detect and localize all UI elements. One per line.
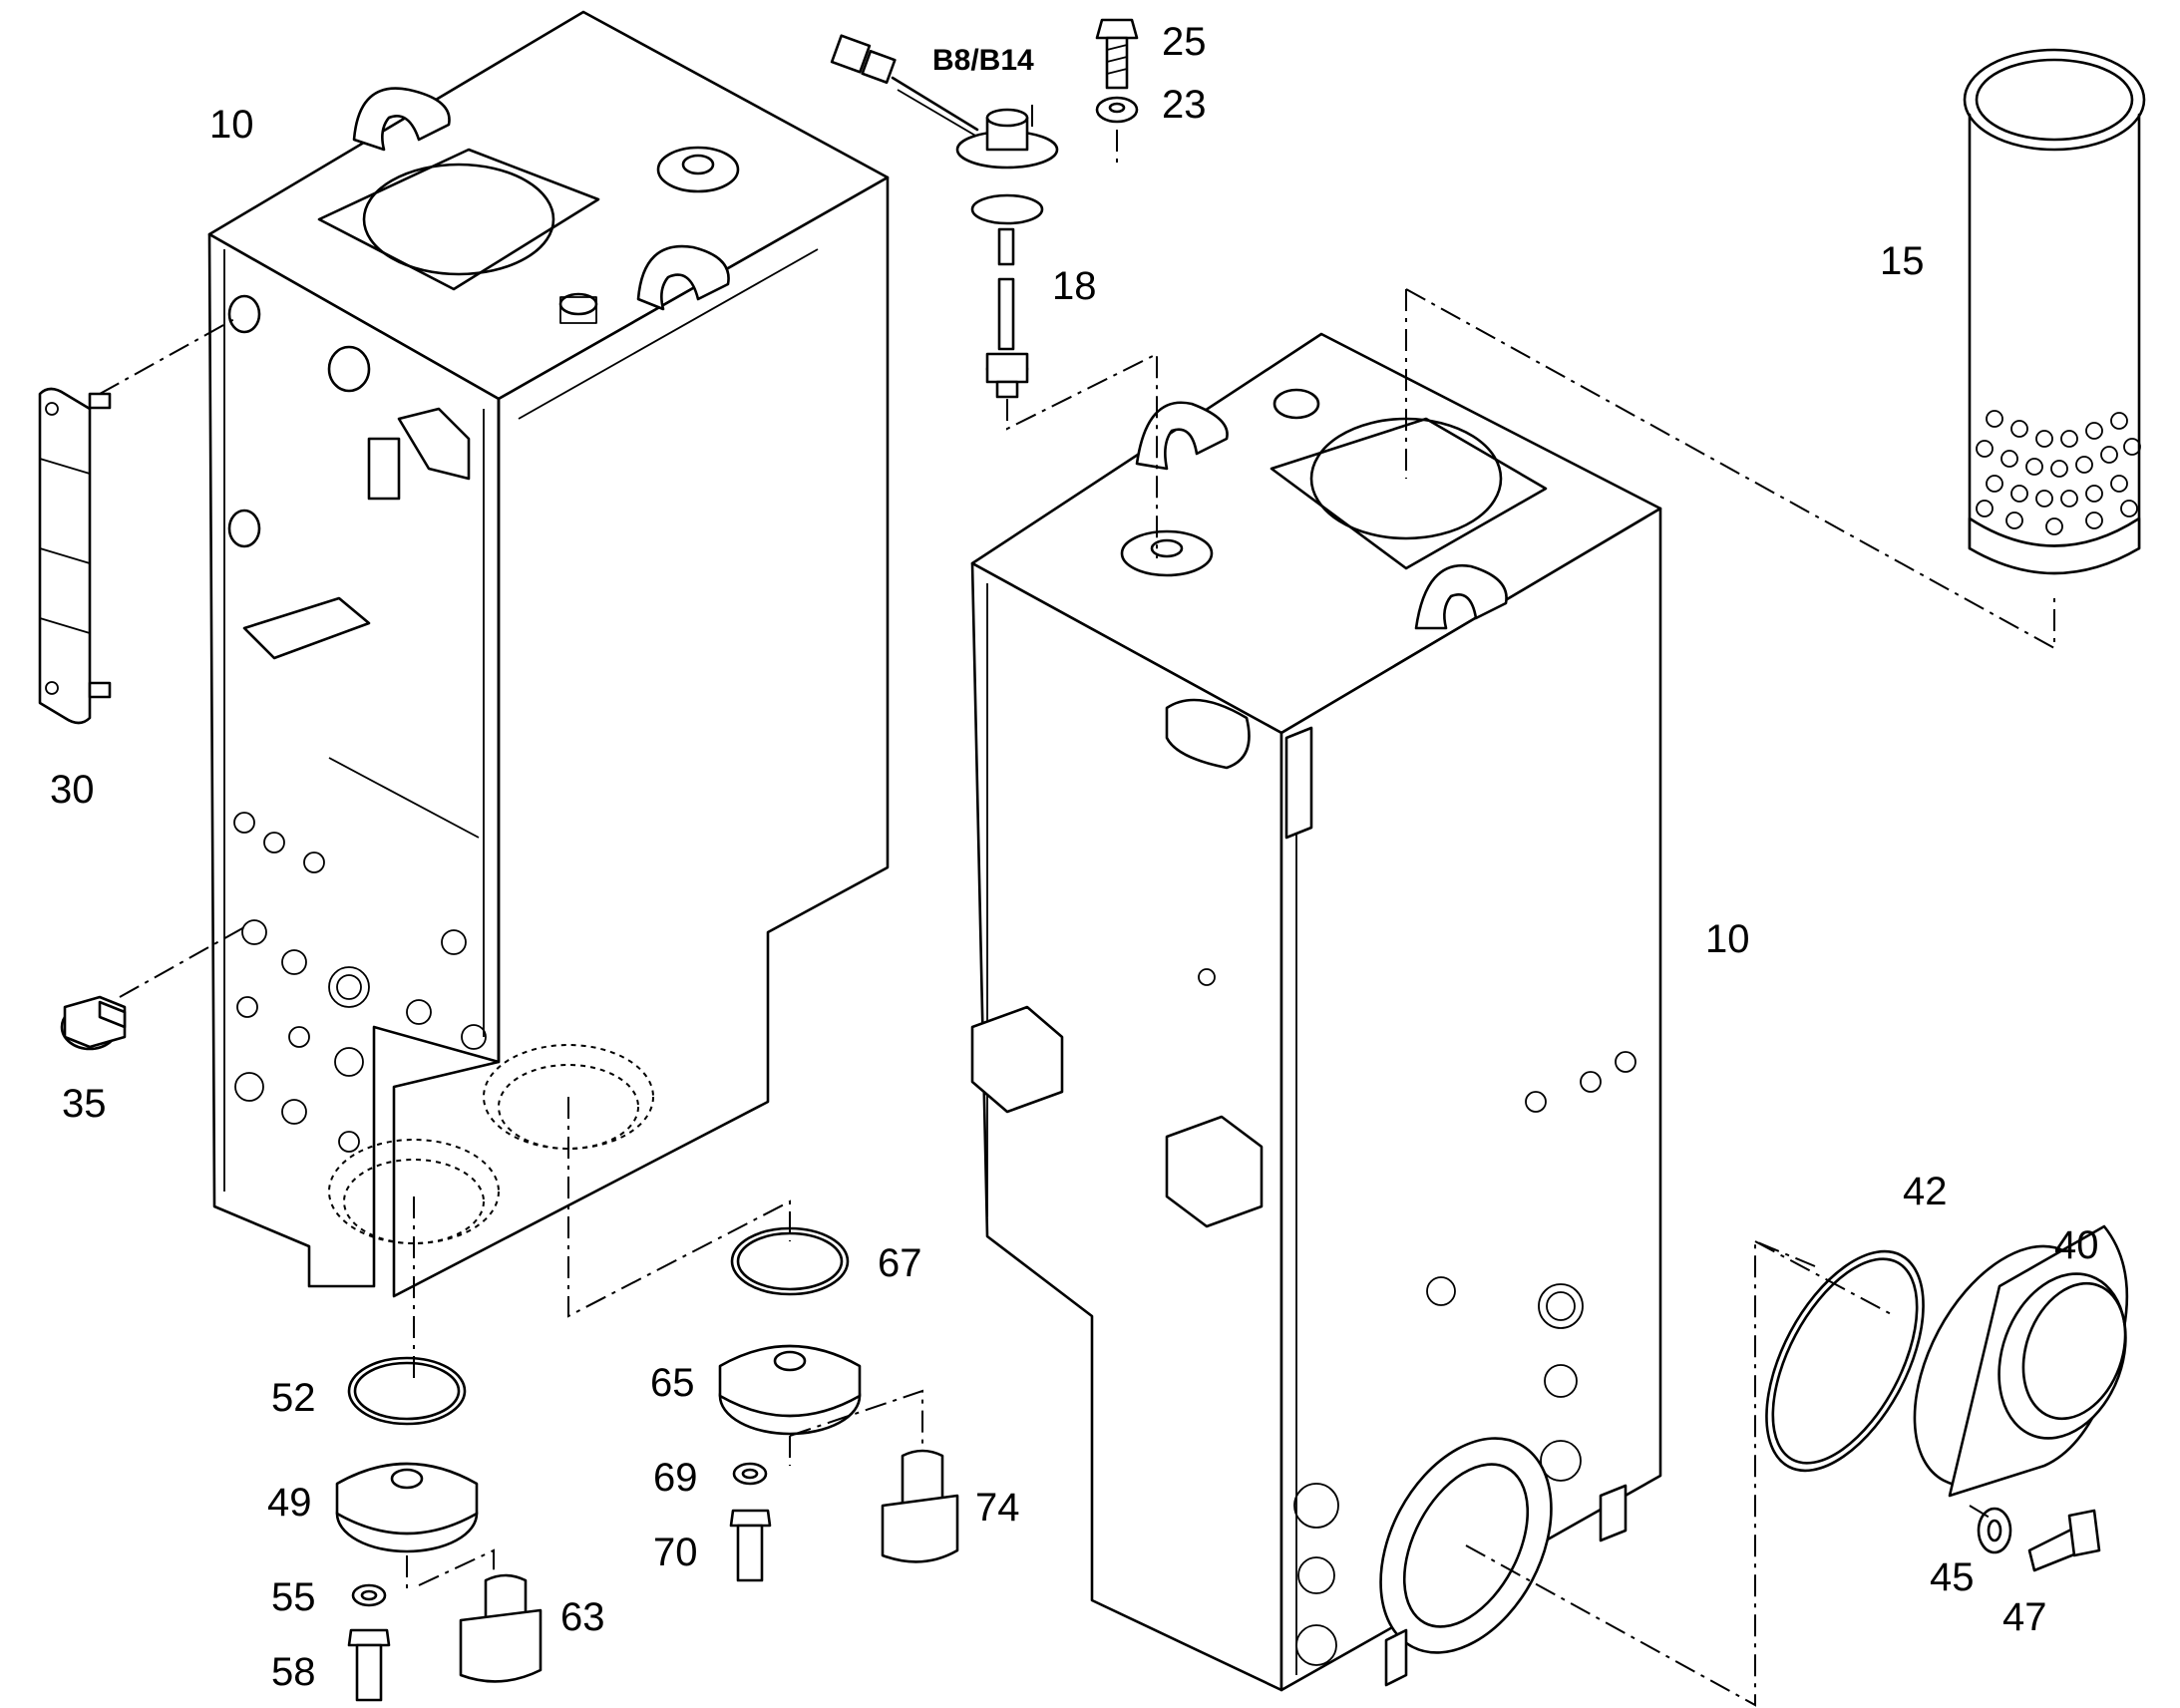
- assembly-leader-lines: [99, 105, 2055, 1707]
- cover-assembly-b: [335, 1356, 543, 1702]
- flange-assembly-c: [1765, 1224, 2129, 1572]
- sight-glass: [38, 387, 112, 725]
- label-washer-top: 23: [1162, 83, 1207, 127]
- label-bolt-top: 25: [1162, 20, 1207, 64]
- label-bolt-a: 70: [653, 1531, 698, 1574]
- label-cover-a: 65: [650, 1361, 695, 1405]
- label-tank-right: 10: [1705, 917, 1750, 961]
- label-sight-glass: 30: [50, 768, 95, 812]
- label-tank-left: 10: [209, 103, 254, 147]
- cover-assembly-a: [718, 1226, 959, 1582]
- left-tank: [207, 10, 890, 1298]
- label-washer-c: 45: [1930, 1555, 1975, 1599]
- strainer-basket: [1963, 48, 2146, 575]
- label-flange-c: 40: [2054, 1223, 2099, 1267]
- label-filter-a: 74: [975, 1486, 1020, 1530]
- part-labels: 10 10 B8/B14 25 23 18 15 30 35 67 65 69 …: [50, 20, 2099, 1694]
- label-washer-a: 69: [653, 1456, 698, 1500]
- label-bolt-c: 47: [2002, 1595, 2047, 1639]
- bolt-and-washer-top: [1095, 18, 1139, 124]
- label-plug: 35: [62, 1082, 107, 1126]
- level-sensor: [830, 34, 1059, 399]
- label-bolt-b: 58: [271, 1650, 316, 1694]
- label-strainer: 15: [1880, 239, 1925, 283]
- drain-plug: [60, 995, 127, 1051]
- label-cover-b: 49: [267, 1481, 312, 1525]
- right-tank: [970, 332, 1662, 1692]
- label-o-ring-b: 52: [271, 1376, 316, 1420]
- label-washer-b: 55: [271, 1575, 316, 1619]
- label-o-ring-c: 42: [1903, 1170, 1948, 1213]
- label-sensor-code: B8/B14: [932, 44, 1034, 77]
- label-filter-b: 63: [560, 1595, 605, 1639]
- label-o-ring-a: 67: [878, 1241, 922, 1285]
- label-sensor: 18: [1052, 264, 1097, 308]
